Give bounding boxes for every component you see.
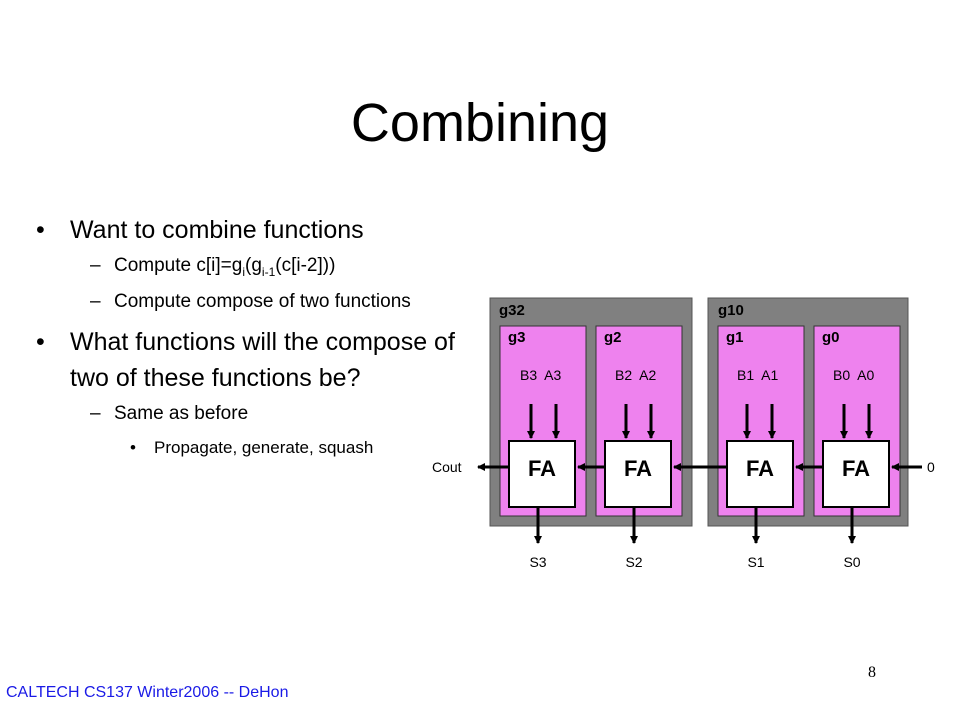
fa-label: FA: [624, 456, 652, 481]
sum-label-s0: S0: [843, 554, 860, 570]
input-arrows: [527, 404, 873, 439]
sum-arrows: [534, 507, 856, 544]
full-adder-3: [508, 440, 576, 508]
bullet-text: Compute compose of two functions: [114, 290, 411, 312]
bullet-list: • Want to combine functions – Compute c[…: [34, 212, 474, 469]
carry-in-label: 0: [927, 459, 935, 475]
dash-marker: –: [90, 290, 101, 312]
bullet-text: Same as before: [114, 402, 249, 424]
group-label-g32: g32: [499, 302, 525, 319]
full-adder-2: [604, 440, 672, 508]
sum-label-s3: S3: [529, 554, 546, 570]
inner-label-g2: g2: [604, 329, 622, 346]
fa-label: FA: [528, 456, 556, 481]
input-label-b1a1: B1 A1: [737, 367, 778, 383]
inner-label-g0: g0: [822, 329, 840, 346]
input-label-b3a3: B3 A3: [520, 367, 561, 383]
full-adder-1: [726, 440, 794, 508]
dash-marker: –: [90, 255, 101, 276]
sum-label-s1: S1: [747, 554, 764, 570]
dash-marker: –: [90, 402, 101, 424]
bullet-level3: • Propagate, generate, squash: [34, 436, 474, 459]
group-label-g10: g10: [718, 302, 744, 319]
formula-text: Compute c[i]=gi(gi-1(c[i-2])): [114, 255, 336, 279]
bullet-level1: • Want to combine functions: [34, 212, 474, 248]
page-number: 8: [868, 664, 876, 681]
bullet-level2: – Same as before: [34, 402, 474, 426]
sum-label-s2: S2: [625, 554, 642, 570]
bullet-level2: – Compute compose of two functions: [34, 290, 474, 314]
slide-title: Combining: [350, 93, 610, 153]
inner-label-g1: g1: [726, 329, 744, 346]
bullet-level1: • What functions will the compose of two…: [34, 324, 474, 396]
bullet-text: What functions will the compose of two o…: [70, 327, 455, 392]
bullet-text: Want to combine functions: [70, 216, 364, 244]
footer-text: CALTECH CS137 Winter2006 -- DeHon: [6, 684, 289, 701]
carry-out-label: Cout: [432, 459, 462, 475]
bullet-marker: •: [36, 216, 45, 244]
input-label-b0a0: B0 A0: [833, 367, 874, 383]
bullet-marker: •: [36, 327, 45, 356]
bullet-text: Propagate, generate, squash: [154, 437, 374, 457]
full-adder-0: [822, 440, 890, 508]
fa-label: FA: [746, 456, 774, 481]
fa-label: FA: [842, 456, 870, 481]
input-label-b2a2: B2 A2: [615, 367, 656, 383]
bullet-marker: •: [130, 437, 136, 457]
inner-label-g3: g3: [508, 329, 526, 346]
bullet-level2: – Compute c[i]=gi(gi-1(c[i-2])): [34, 254, 474, 284]
